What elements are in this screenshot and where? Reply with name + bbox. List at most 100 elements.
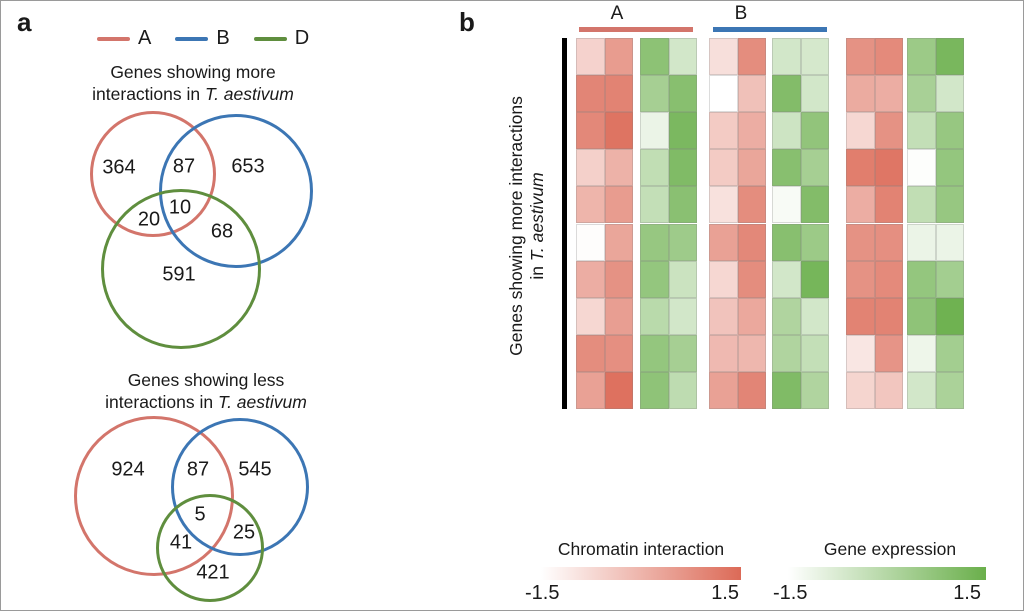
heatmap-cell xyxy=(846,260,875,298)
row-axis-label-line1: Genes showing more interactions xyxy=(506,96,526,356)
heatmap-cell xyxy=(640,186,669,224)
heatmap-cell xyxy=(800,260,829,298)
expression-colorbar-title: Gene expression xyxy=(823,539,957,559)
heatmap-cell xyxy=(604,186,633,224)
venn-less-title-species: T. aestivum xyxy=(218,392,307,412)
heatmap-cell xyxy=(907,297,936,335)
legend-label-a: A xyxy=(138,27,152,49)
panel-a-label: a xyxy=(17,7,32,37)
venn-less-count-abd: 5 xyxy=(194,503,206,526)
row-axis-line xyxy=(562,38,567,409)
heatmap-cell xyxy=(935,260,964,298)
venn-less-circle-d xyxy=(156,494,264,602)
heatmap-cell xyxy=(604,260,633,298)
expression-colorbar xyxy=(788,567,986,580)
legend-line-b xyxy=(175,36,209,41)
heatmap-cell xyxy=(737,112,766,150)
heatmap-cell xyxy=(668,223,697,261)
legend-line-a xyxy=(97,36,130,41)
heatmap-cell xyxy=(604,371,633,409)
heatmap-cell xyxy=(737,223,766,261)
heatmap-cell xyxy=(576,112,605,150)
heatmap-cell xyxy=(772,186,801,224)
heatmap-cell xyxy=(846,112,875,150)
heatmap-cell xyxy=(772,38,801,76)
heatmap-cell xyxy=(935,297,964,335)
heatmap-cell xyxy=(668,260,697,298)
heatmap-cell xyxy=(668,149,697,187)
heatmap-cell xyxy=(907,371,936,409)
heatmap-cell xyxy=(935,186,964,224)
heatmap-cell xyxy=(668,112,697,150)
chromatin-colorbar-min: -1.5 xyxy=(525,582,560,604)
heatmap-cell xyxy=(935,223,964,261)
heatmap-cell xyxy=(874,112,903,150)
venn-more-title-line2: interactions in xyxy=(92,84,205,104)
legend-label-d: D xyxy=(294,27,310,49)
heatmap-cell xyxy=(907,75,936,113)
heatmap-cell xyxy=(772,112,801,150)
heatmap-cell xyxy=(737,334,766,372)
legend-item-b: B xyxy=(175,27,230,50)
legend-item-a: A xyxy=(97,27,151,50)
heatmap-cell xyxy=(907,223,936,261)
heatmap-cell xyxy=(668,186,697,224)
heatmap-cell xyxy=(800,223,829,261)
heatmap-cell xyxy=(640,149,669,187)
heatmap-cell xyxy=(737,38,766,76)
heatmap-cell xyxy=(800,371,829,409)
heatmap-cell xyxy=(668,371,697,409)
legend-item-d: D xyxy=(253,27,310,50)
heatmap-cell xyxy=(709,75,738,113)
row-axis-label-species: T. aestivum xyxy=(527,172,547,262)
heatmap-cell xyxy=(772,223,801,261)
heatmap-cell xyxy=(772,75,801,113)
legend-label-b: B xyxy=(216,27,230,49)
venn-less-count-d: 421 xyxy=(196,561,230,584)
venn-less-title-line2: interactions in xyxy=(105,392,218,412)
heatmap-cell xyxy=(640,75,669,113)
heatmap-cell xyxy=(640,260,669,298)
heatmap-cell xyxy=(709,38,738,76)
heatmap-cell xyxy=(737,371,766,409)
heatmap-cell xyxy=(935,75,964,113)
heatmap-cell xyxy=(935,112,964,150)
heatmap-cell xyxy=(907,38,936,76)
heatmap-cell xyxy=(800,149,829,187)
heatmap-cell xyxy=(772,149,801,187)
heatmap-cell xyxy=(800,112,829,150)
venn-more-title-line1: Genes showing more xyxy=(110,62,276,82)
heatmap-cell xyxy=(576,149,605,187)
heatmap-cell xyxy=(800,186,829,224)
heatmap-cell xyxy=(737,149,766,187)
row-axis-label-line2: in xyxy=(527,261,547,280)
heatmap-cell xyxy=(907,260,936,298)
heatmap-cell xyxy=(576,334,605,372)
heatmap-cell xyxy=(935,149,964,187)
heatmap-cell xyxy=(668,297,697,335)
heatmap-cell xyxy=(737,75,766,113)
heatmap-cell xyxy=(604,75,633,113)
heatmap-cell xyxy=(907,112,936,150)
heatmap-cell xyxy=(874,186,903,224)
heatmap-cell xyxy=(640,38,669,76)
heatmap-cell xyxy=(640,371,669,409)
heatmap-cell xyxy=(935,371,964,409)
group-header-a: A xyxy=(610,3,624,24)
heatmap-cell xyxy=(846,149,875,187)
heatmap-cell xyxy=(800,38,829,76)
panel-a-legend: A B D xyxy=(97,27,333,50)
heatmap-cell xyxy=(772,334,801,372)
heatmap-cell xyxy=(604,112,633,150)
heatmap-cell xyxy=(576,223,605,261)
heatmap-cell xyxy=(668,75,697,113)
heatmap-cell xyxy=(576,186,605,224)
heatmap-cell xyxy=(874,297,903,335)
venn-more-count-ad: 20 xyxy=(137,208,161,231)
heatmap-cell xyxy=(846,371,875,409)
heatmap-cell xyxy=(935,334,964,372)
heatmap-cell xyxy=(846,334,875,372)
heatmap-cell xyxy=(709,186,738,224)
heatmap-cell xyxy=(576,260,605,298)
